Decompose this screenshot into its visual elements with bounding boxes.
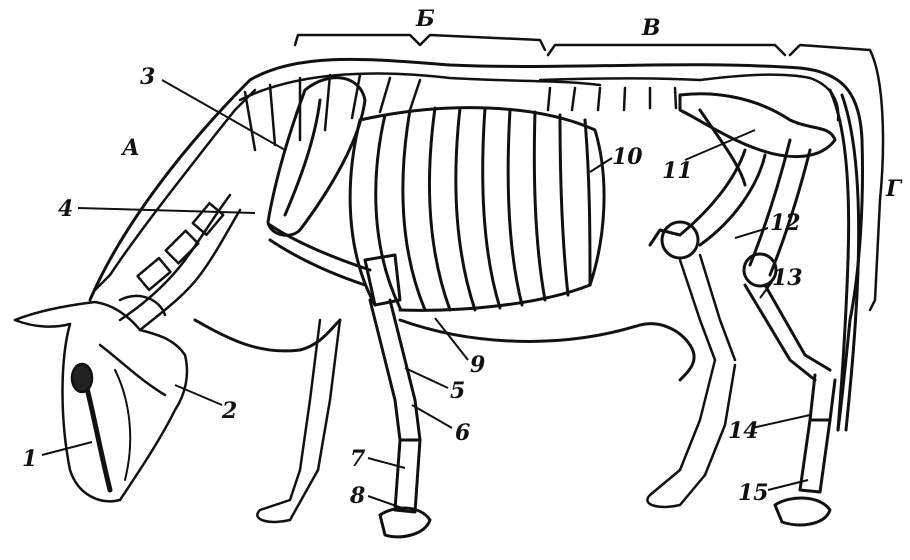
region-brackets — [95, 35, 883, 310]
part-label-10: 10 — [612, 144, 643, 170]
part-label-4: 4 — [58, 196, 73, 222]
hind-leg-far — [647, 255, 735, 507]
part-label-14: 14 — [728, 418, 759, 444]
part-label-8: 8 — [349, 483, 365, 509]
region-label-b: Б — [415, 6, 435, 32]
part-label-1: 1 — [22, 446, 37, 472]
region-label-a: А — [120, 135, 140, 161]
region-label-g: Г — [885, 176, 903, 202]
rib-cage — [350, 108, 604, 311]
part-label-6: 6 — [455, 420, 470, 446]
part-label-3: 3 — [140, 64, 155, 90]
pelvis — [680, 94, 835, 185]
hind-leg-near — [744, 140, 835, 525]
part-label-15: 15 — [738, 480, 769, 506]
part-label-7: 7 — [350, 446, 366, 472]
part-label-2: 2 — [221, 398, 237, 424]
region-label-v: В — [641, 15, 661, 41]
part-label-13: 13 — [772, 265, 803, 291]
thoracic-spine — [240, 73, 600, 150]
part-label-5: 5 — [450, 378, 465, 404]
skull — [15, 296, 187, 501]
part-label-9: 9 — [470, 352, 485, 378]
part-label-12: 12 — [770, 210, 801, 236]
part-label-11: 11 — [662, 158, 693, 184]
